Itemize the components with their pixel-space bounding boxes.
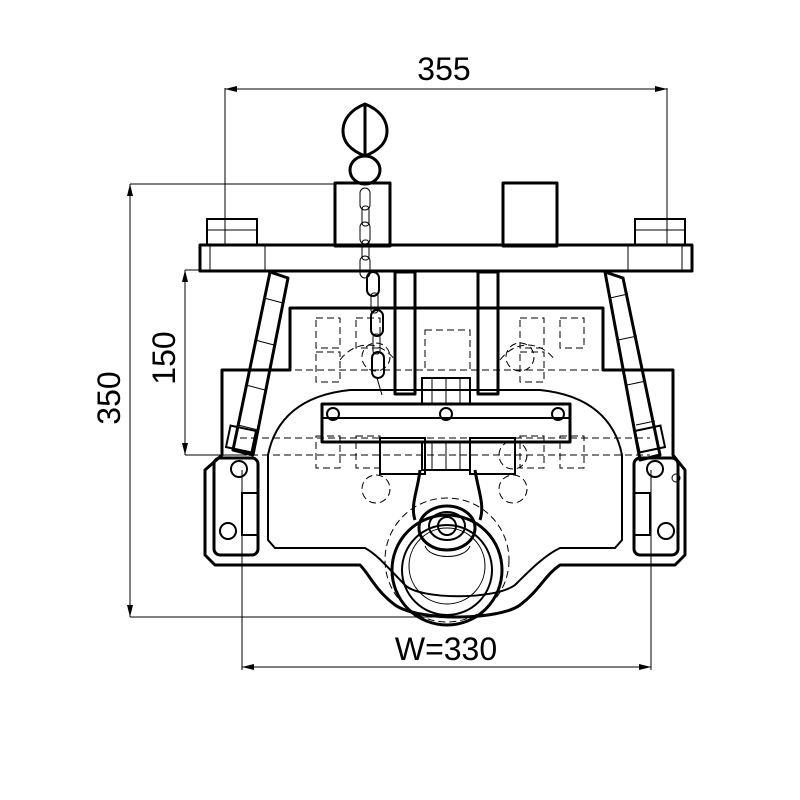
dimension-bottom-width: W=330 bbox=[241, 470, 652, 670]
trolley-body bbox=[203, 306, 687, 619]
strut-right bbox=[603, 270, 667, 462]
hook-wheel bbox=[384, 497, 510, 627]
dimension-top-width: 355 bbox=[224, 51, 668, 245]
dimension-total-height-label: 350 bbox=[91, 371, 127, 424]
center-mechanism bbox=[320, 270, 572, 521]
top-post-right bbox=[501, 181, 559, 248]
dimension-inner-height: 150 bbox=[146, 269, 265, 456]
hidden-wheels bbox=[240, 317, 650, 504]
dimension-inner-height-label: 150 bbox=[146, 331, 182, 384]
hanging-ring bbox=[341, 102, 389, 186]
dimension-bottom-width-label: W=330 bbox=[395, 631, 497, 667]
dimension-top-width-label: 355 bbox=[417, 51, 470, 87]
dimension-total-height: 350 bbox=[91, 183, 445, 618]
top-plate bbox=[198, 218, 694, 273]
